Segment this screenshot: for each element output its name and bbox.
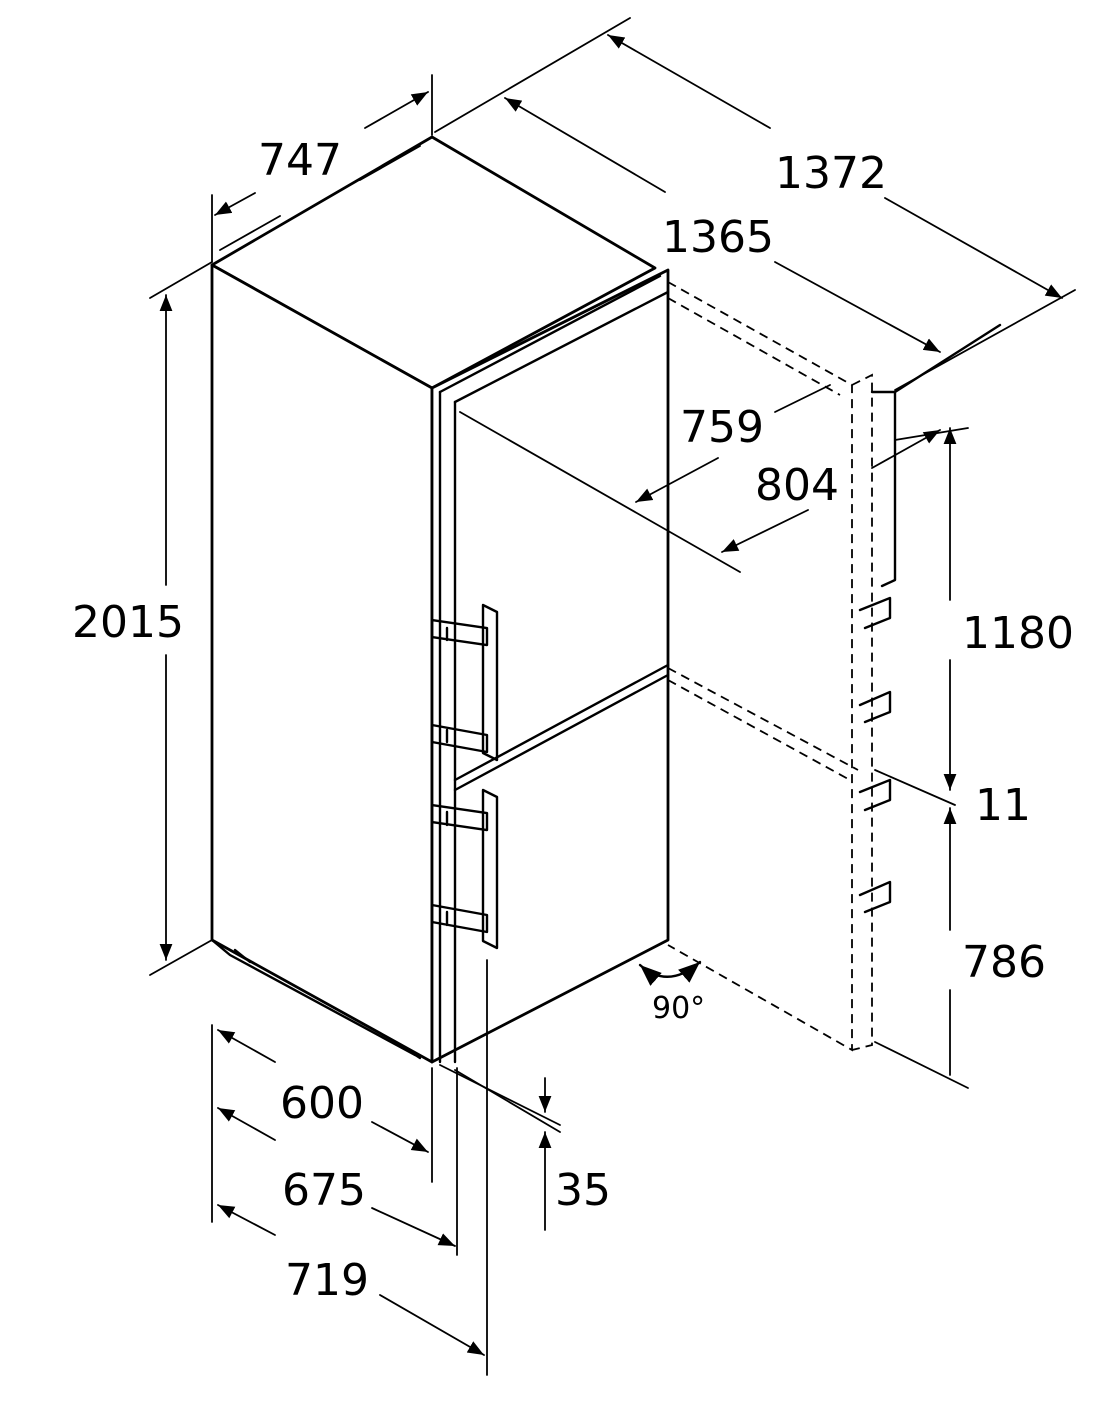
dim-bottom-widths: [211, 959, 561, 1376]
door-split-lower: [453, 673, 670, 792]
top-groove-1: [359, 145, 421, 181]
dim-2015: [149, 261, 213, 976]
dim-759: [459, 384, 831, 573]
label-35: 35: [555, 1165, 611, 1216]
door-split-upper: [453, 663, 670, 782]
fridge-body: [210, 135, 670, 1064]
hinge-bracket: [870, 390, 897, 588]
dim-804: [721, 429, 941, 553]
dim-747: [211, 74, 433, 263]
label-759: 759: [680, 402, 764, 453]
label-600: 600: [280, 1078, 364, 1129]
label-1180: 1180: [962, 608, 1074, 659]
upper-handle: [430, 603, 499, 762]
foot-right: [398, 1043, 422, 1060]
angle-arc: [638, 960, 702, 986]
label-1365: 1365: [662, 212, 774, 263]
foot-left: [233, 948, 252, 964]
door-top-edge: [438, 274, 662, 394]
label-1372: 1372: [775, 148, 887, 199]
top-groove-2: [219, 215, 281, 251]
dim-1365: [504, 97, 941, 353]
front-face: [430, 268, 670, 1064]
label-11: 11: [975, 780, 1031, 831]
dim-right-heights: [874, 427, 969, 1089]
side-face: [210, 263, 434, 1064]
base-line: [210, 938, 417, 1057]
label-675: 675: [282, 1165, 366, 1216]
dim-1372: [434, 17, 1076, 391]
lower-handle: [430, 788, 499, 950]
door-shelf-3: [858, 778, 892, 812]
door-shelf-2: [858, 690, 892, 724]
label-angle: 90°: [652, 991, 705, 1026]
label-719: 719: [285, 1255, 369, 1306]
label-2015: 2015: [72, 597, 184, 648]
open-door-outline: [638, 281, 1002, 1052]
door-shelf-1: [858, 596, 892, 630]
label-804: 804: [755, 460, 839, 511]
door-shelf-4: [858, 880, 892, 914]
label-786: 786: [962, 937, 1046, 988]
label-747: 747: [258, 135, 342, 186]
door-top-edge-inner: [453, 290, 670, 404]
